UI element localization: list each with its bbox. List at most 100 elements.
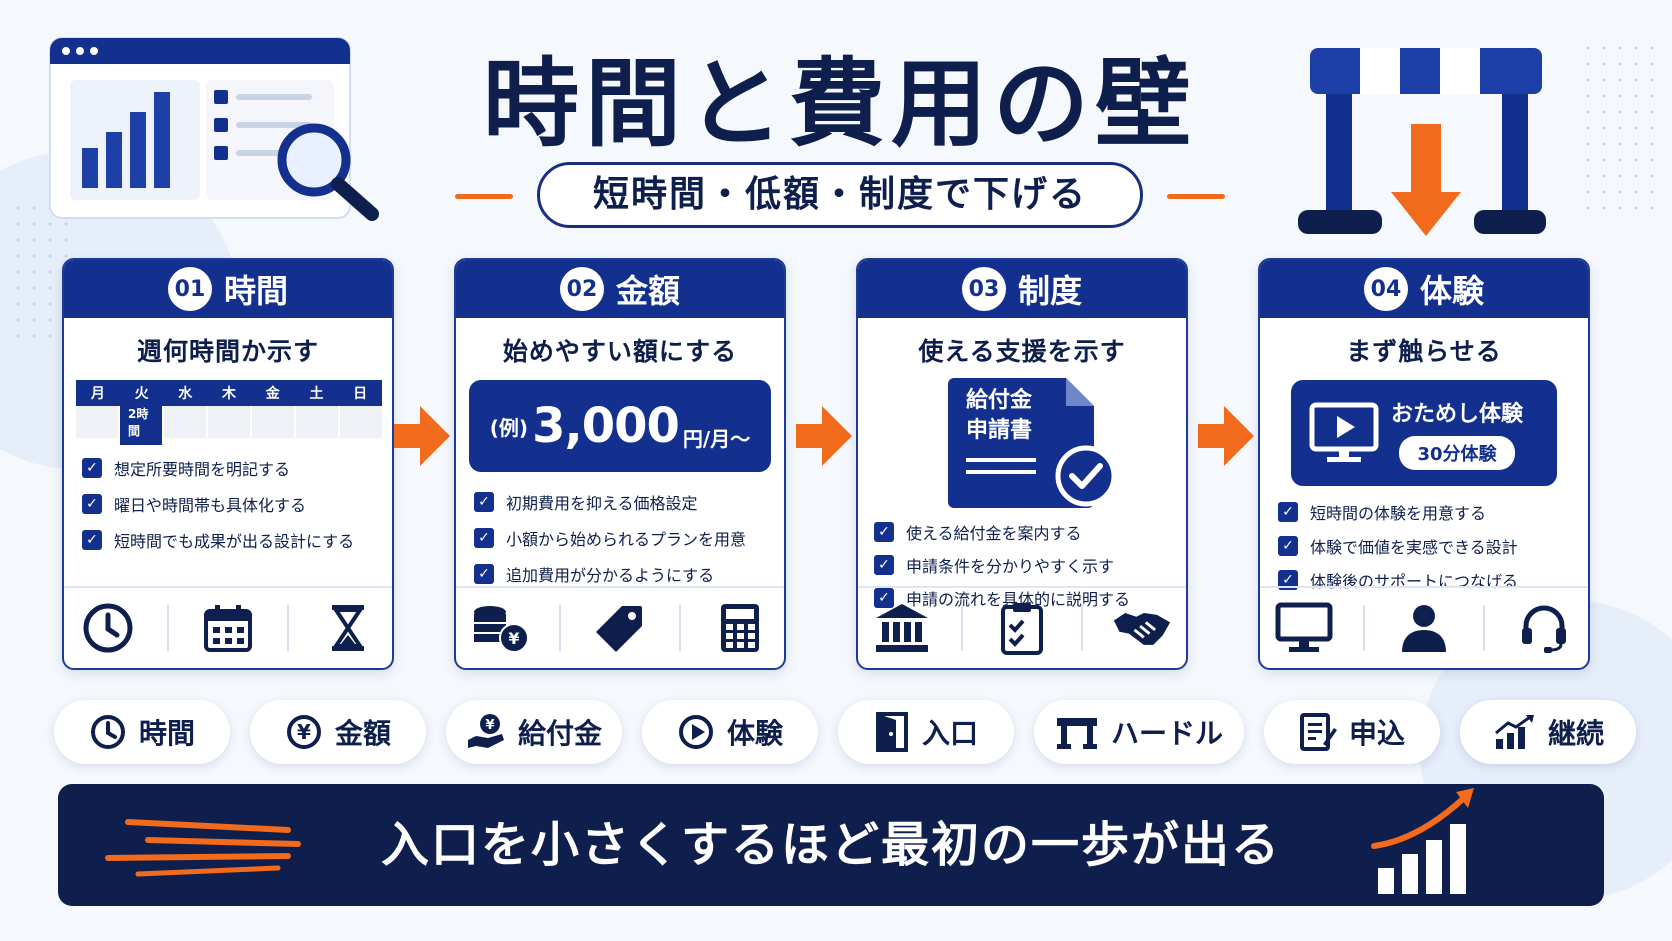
tag-benefit: ¥ 給付金 xyxy=(446,700,622,764)
svg-text:¥: ¥ xyxy=(509,629,520,648)
government-building-icon xyxy=(872,598,932,658)
headset-icon xyxy=(1514,598,1574,658)
growth-chart-icon xyxy=(1495,715,1534,749)
card-number: 04 xyxy=(1363,267,1408,311)
tag-price: ¥ 金額 xyxy=(250,700,426,764)
card-footer-icons xyxy=(858,586,1186,668)
card-time: 01 時間 週何時間か示す 月 火 水 木 金 土 日 2時間 ✓想定所要時間を… xyxy=(62,258,394,670)
tag-label: 申込 xyxy=(1348,717,1405,750)
card-footer-icons xyxy=(1260,586,1588,668)
price-box: (例) 3,000 円/月～ xyxy=(469,380,771,472)
checkbox-icon: ✓ xyxy=(874,522,894,542)
user-icon xyxy=(1394,598,1454,658)
tag-label: 体験 xyxy=(726,717,783,750)
price-unit: 円/月～ xyxy=(682,427,751,451)
subtitle-line-left xyxy=(455,194,513,199)
checkbox-icon: ✓ xyxy=(1278,502,1298,522)
clock-icon xyxy=(78,598,138,658)
check-item: ✓使える給付金を案内する xyxy=(874,520,1186,544)
tag-label: ハードル xyxy=(1110,717,1223,750)
card-system: 03 制度 使える支援を示す 給付金 申請書 ✓使える給付金を案内する ✓申請条… xyxy=(856,258,1188,670)
check-item: ✓小額から始められるプランを用意 xyxy=(474,526,784,550)
clock-icon xyxy=(90,715,125,749)
tag-label: 給付金 xyxy=(517,717,602,750)
page-subtitle: 短時間・低額・制度で下げる xyxy=(537,162,1143,228)
card-title: 金額 xyxy=(615,272,680,310)
arrow-right-icon xyxy=(394,406,450,466)
subtitle-line-right xyxy=(1167,194,1225,199)
card-header: 04 体験 xyxy=(1260,260,1588,318)
checkbox-icon: ✓ xyxy=(874,588,894,608)
day-label: 水 xyxy=(178,386,193,402)
check-item: ✓短時間でも成果が出る設計にする xyxy=(82,528,392,552)
hurdle-illustration xyxy=(1290,40,1550,250)
banner-text: 入口を小さくするほど最初の一歩が出る xyxy=(380,817,1281,873)
calculator-icon xyxy=(710,598,770,658)
check-item: ✓短時間の体験を用意する xyxy=(1278,500,1588,524)
calendar-icon xyxy=(198,598,258,658)
background-dots-right xyxy=(1580,40,1660,220)
check-item: ✓申請の流れを具体的に説明する xyxy=(874,586,1186,610)
checkbox-icon: ✓ xyxy=(474,492,494,512)
check-list: ✓初期費用を抑える価格設定 ✓小額から始められるプランを用意 ✓追加費用が分かる… xyxy=(456,490,784,586)
check-item: ✓追加費用が分かるようにする xyxy=(474,562,784,586)
price-value: 3,000 xyxy=(532,398,680,454)
tag-label: 時間 xyxy=(138,717,195,750)
form-pen-icon xyxy=(1299,713,1337,751)
arrow-right-icon xyxy=(796,406,852,466)
coins-yen-icon: ¥ xyxy=(470,598,530,658)
check-list: ✓使える給付金を案内する ✓申請条件を分かりやすく示す ✓申請の流れを具体的に説… xyxy=(858,520,1186,610)
bottom-banner: 入口を小さくするほど最初の一歩が出る xyxy=(58,784,1604,906)
card-subtitle: 始めやすい額にする xyxy=(502,337,738,366)
door-icon xyxy=(875,712,908,752)
clipboard-check-icon xyxy=(992,598,1052,658)
card-subtitle: まず触らせる xyxy=(1346,337,1502,366)
tag-trial: 体験 xyxy=(642,700,818,764)
tag-label: 継続 xyxy=(1547,717,1604,750)
price-tag-icon xyxy=(590,598,650,658)
dashboard-illustration xyxy=(46,28,396,228)
tag-entrance: 入口 xyxy=(838,700,1014,764)
hurdle-icon xyxy=(1056,718,1097,749)
day-label: 土 xyxy=(309,386,324,402)
check-item: ✓申請条件を分かりやすく示す xyxy=(874,553,1186,577)
card-number: 01 xyxy=(167,267,212,311)
checkbox-icon: ✓ xyxy=(82,530,102,550)
day-label: 木 xyxy=(222,386,237,402)
check-item: ✓初期費用を抑える価格設定 xyxy=(474,490,784,514)
card-footer-icons xyxy=(64,586,392,668)
card-subtitle: 週何時間か示す xyxy=(136,337,319,366)
growth-bars-icon xyxy=(1371,788,1474,894)
yen-icon: ¥ xyxy=(286,715,321,749)
trial-title: おためし体験 xyxy=(1391,402,1524,427)
arrow-right-icon xyxy=(1198,406,1254,466)
card-title: 制度 xyxy=(1017,272,1082,310)
speed-lines-icon xyxy=(105,819,301,877)
checkbox-icon: ✓ xyxy=(874,555,894,575)
card-header: 02 金額 xyxy=(456,260,784,318)
card-title: 体験 xyxy=(1419,272,1484,310)
play-icon xyxy=(678,715,713,749)
tag-label: 金額 xyxy=(334,717,391,750)
card-subtitle: 使える支援を示す xyxy=(918,337,1126,366)
checkbox-icon: ✓ xyxy=(82,458,102,478)
trial-pill: 30分体験 xyxy=(1399,436,1515,470)
tag-label: 入口 xyxy=(921,717,978,750)
card-number: 03 xyxy=(961,267,1006,311)
check-item: ✓体験で価値を実感できる設計 xyxy=(1278,534,1588,558)
subtitle-group: 短時間・低額・制度で下げる xyxy=(455,162,1225,228)
time-badge: 2時間 xyxy=(120,399,162,445)
card-footer-icons: ¥ xyxy=(456,586,784,668)
checkbox-icon: ✓ xyxy=(82,494,102,514)
svg-text:¥: ¥ xyxy=(485,718,494,733)
checkbox-icon: ✓ xyxy=(1278,536,1298,556)
week-row: 2時間 xyxy=(76,399,382,445)
svg-text:¥: ¥ xyxy=(297,720,311,744)
check-list: ✓短時間の体験を用意する ✓体験で価値を実感できる設計 ✓体験後のサポートにつな… xyxy=(1260,500,1588,592)
day-label: 金 xyxy=(265,386,280,402)
trial-box: おためし体験 30分体験 xyxy=(1291,380,1557,486)
card-title: 時間 xyxy=(223,272,288,310)
tag-apply: 申込 xyxy=(1264,700,1440,764)
checkbox-icon: ✓ xyxy=(474,564,494,584)
price-prefix: (例) xyxy=(489,415,529,440)
